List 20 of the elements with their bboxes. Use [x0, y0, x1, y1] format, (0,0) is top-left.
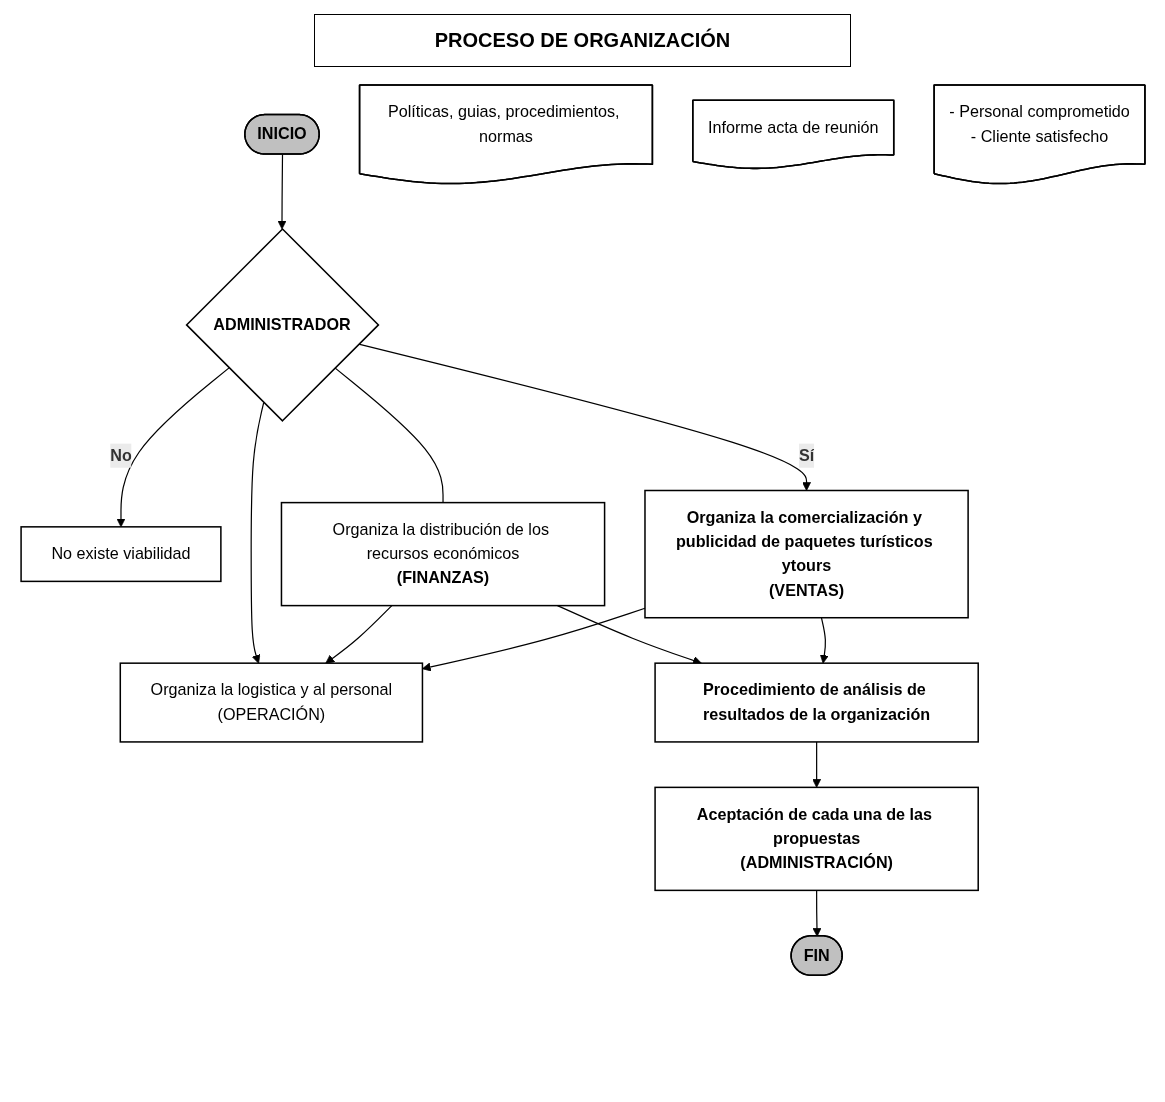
- node-diamond: ADMINISTRADOR: [185, 227, 379, 422]
- node-box: Aceptación de cada una de las propuestas (ADMINISTRACIÓN): [653, 786, 979, 892]
- arrow: [556, 605, 702, 665]
- arrow: [357, 343, 811, 491]
- arrow: [116, 367, 230, 528]
- arrow: [812, 889, 821, 937]
- node-box: No existe viabilidad: [19, 526, 222, 583]
- node-box: Procedimiento de análisis de resultados de la organización: [653, 662, 979, 743]
- edge-label: No: [109, 446, 132, 464]
- edge-label: Sí: [798, 446, 814, 464]
- node-box: Organiza la distribución de los recursos económicos (FINANZAS): [280, 501, 605, 607]
- arrow: [819, 617, 829, 664]
- arrow: [324, 605, 392, 664]
- node-box: Organiza la logistica y al personal (OPERACIÓN): [119, 662, 423, 743]
- arrow: [811, 741, 821, 788]
- arrow: [277, 153, 286, 230]
- connector: [333, 367, 444, 504]
- node-box: Organiza la comercialización y publicidad de paquetes turísticos ytours (VENTAS): [643, 489, 969, 619]
- title: PROCESO DE ORGANIZACIÓN: [313, 14, 852, 67]
- arrow: [250, 401, 264, 664]
